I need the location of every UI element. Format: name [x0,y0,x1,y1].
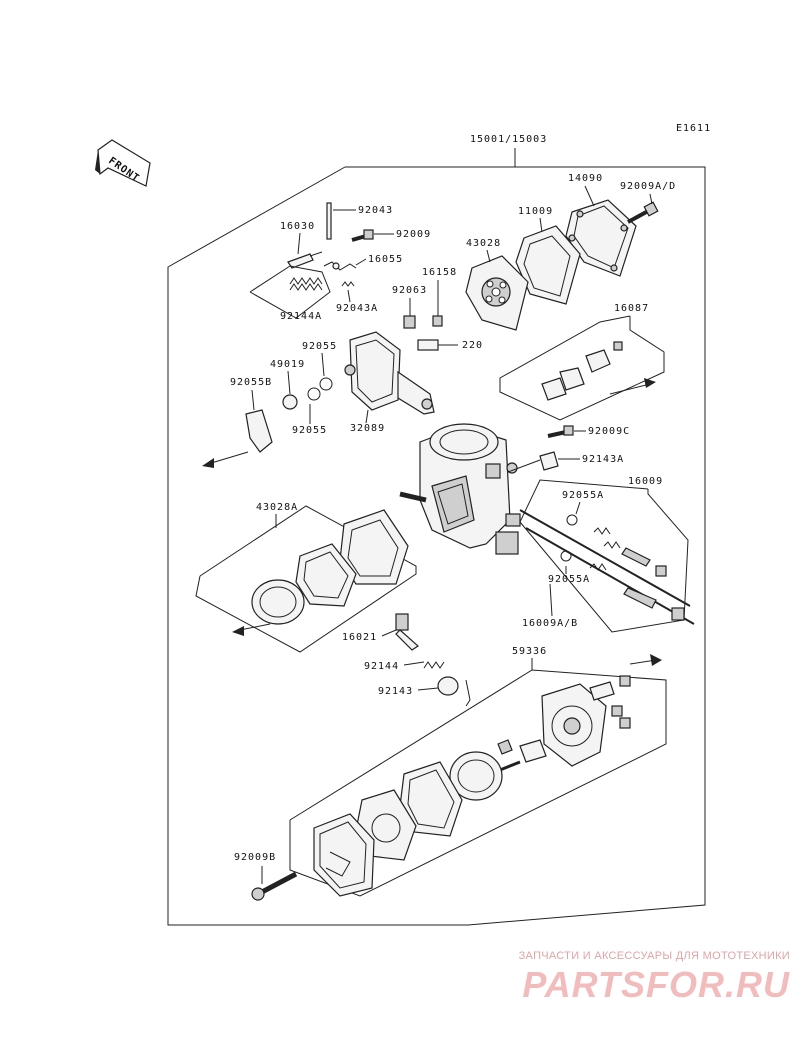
label-92009b: 92009B [234,852,276,863]
label-49019: 49019 [270,359,305,370]
plate-92143a [539,451,580,471]
gasket-set-43028a [251,509,409,625]
needle-16030 [287,251,323,269]
label-11009: 11009 [518,206,553,217]
label-16087: 16087 [614,303,649,314]
gasket-43028 [465,255,529,331]
label-92055a-top: 92055A [562,490,604,501]
spring-92043a [341,281,355,287]
label-92143a: 92143A [582,454,624,465]
plug-220 [417,339,458,351]
jet-92063 [403,315,416,329]
needle-valve-16021 [395,613,419,651]
assembly-frame [167,148,706,926]
label-92009c: 92009C [588,426,630,437]
diaphragm-set [355,751,503,861]
label-92009: 92009 [396,229,431,240]
label-32089: 32089 [350,423,385,434]
label-92055a-bottom: 92055A [548,574,590,585]
watermark-logo: PARTSFOR.RU [522,964,790,1005]
label-92043a: 92043A [336,303,378,314]
mixture-screws-16009 [519,509,695,625]
label-220: 220 [462,340,483,351]
arm-16055 [323,261,357,271]
label-92063: 92063 [392,285,427,296]
diaphragm-11009 [515,225,581,305]
lever-body-32089 [344,331,435,415]
pointer-arrow-left-icon [202,451,249,468]
cap-49019 [282,394,298,410]
cap-92143 [437,676,459,696]
label-16021: 16021 [342,632,377,643]
screw-92009ad [627,201,659,224]
label-16055: 16055 [368,254,403,265]
label-92055-bottom: 92055 [292,425,327,436]
assembly-label: 15001/15003 [470,134,547,145]
front-arrow-icon: FRONT [95,139,151,187]
screw-92009c [547,425,586,438]
label-14090: 14090 [568,173,603,184]
label-92144: 92144 [364,661,399,672]
label-43028a: 43028A [256,502,298,513]
pointer-arrow-left-2-icon [232,623,271,636]
label-59336: 59336 [512,646,547,657]
jet-16158 [432,315,443,327]
cover-plate-14090 [565,199,637,277]
watermark-tagline: ЗАПЧАСТИ И АКСЕССУАРЫ ДЛЯ МОТОТЕХНИКИ [518,950,790,962]
pointer-arrow-right-icon [609,378,656,395]
pump-body-59336 [497,675,631,772]
label-92055b: 92055B [230,377,272,388]
linkage-16087 [541,341,623,401]
oring-92055 [307,377,333,401]
spring-92144 [423,661,445,669]
cover-plate [313,813,375,897]
screw-92009b [251,871,298,901]
spring-92144a [289,277,323,291]
carburetor-body [399,423,521,555]
screw-92009 [351,229,374,242]
label-92043: 92043 [358,205,393,216]
label-16158: 16158 [422,267,457,278]
label-92055-top: 92055 [302,341,337,352]
label-16030: 16030 [280,221,315,232]
label-43028: 43028 [466,238,501,249]
label-16009: 16009 [628,476,663,487]
label-92144a: 92144A [280,311,322,322]
label-92143: 92143 [378,686,413,697]
gasket-92055b [245,409,273,453]
label-16009ab: 16009A/B [522,618,578,629]
pin-92043 [326,202,356,240]
pointer-arrow-right-2-icon [629,654,662,666]
figure-id: E1611 [676,123,711,134]
label-92009ad: 92009A/D [620,181,676,192]
